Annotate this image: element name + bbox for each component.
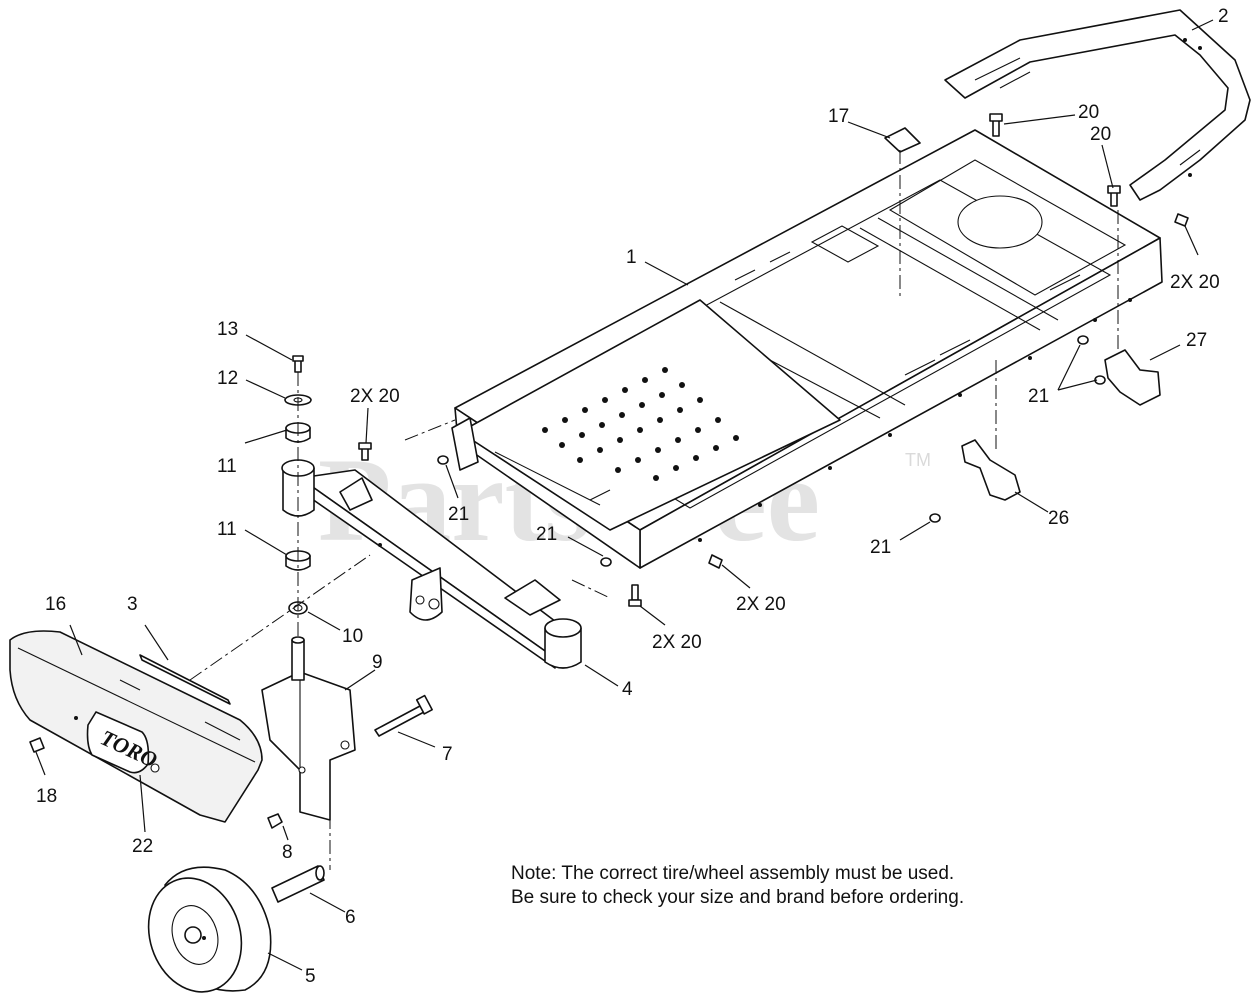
callout-1: 1: [626, 247, 637, 268]
bracket-part-26: [961, 439, 1021, 501]
callout-11-bottom: 11: [217, 519, 237, 540]
callout-12: 12: [217, 368, 238, 389]
callout-20-top: 20: [1078, 102, 1099, 123]
decal-part-17: [884, 127, 921, 153]
callout-2x20-handle: 2X 20: [1170, 272, 1220, 293]
callout-27: 27: [1186, 330, 1207, 351]
note-line-1: Note: The correct tire/wheel assembly mu…: [511, 863, 954, 884]
callout-20-right: 20: [1090, 124, 1111, 145]
callout-3: 3: [127, 594, 138, 615]
callout-13: 13: [217, 319, 238, 340]
callout-21-front: 21: [536, 524, 557, 545]
callout-11-top: 11: [217, 456, 237, 477]
callout-26: 26: [1048, 508, 1069, 529]
ordering-note: Note: The correct tire/wheel assembly mu…: [511, 863, 964, 908]
callout-10: 10: [342, 626, 363, 647]
callout-6: 6: [345, 907, 356, 928]
callout-7: 7: [442, 744, 453, 765]
callout-21-rear-lower: 21: [870, 537, 891, 558]
callout-4: 4: [622, 679, 633, 700]
front-shroud-part-16: TORO: [9, 630, 263, 823]
centerlines: [189, 150, 1119, 870]
callout-18: 18: [36, 786, 57, 807]
callout-2x20-side: 2X 20: [736, 594, 786, 615]
note-line-2: Be sure to check your size and brand bef…: [511, 887, 964, 908]
skid-plate-part-3: [139, 654, 231, 705]
handle-part-2: [944, 9, 1251, 201]
callout-22: 22: [132, 836, 153, 857]
callout-9: 9: [372, 652, 383, 673]
callout-2x20-axle: 2X 20: [350, 386, 400, 407]
callout-labels: 1 2 3 4 5 6 7 8 9 10 11 11 12 13 16 17 1…: [36, 6, 1229, 987]
callout-21-rear-upper: 21: [1028, 386, 1049, 407]
bracket-part-27: [1104, 349, 1161, 406]
watermark-tm: TM: [905, 450, 931, 470]
callout-8: 8: [282, 842, 293, 863]
callout-5: 5: [305, 966, 316, 987]
perforated-footplate: [451, 299, 841, 531]
hardware: [29, 113, 1189, 829]
callout-16: 16: [45, 594, 66, 615]
caster-fork-part-9: [261, 636, 356, 821]
tire-wheel-part-5: [147, 865, 325, 993]
callout-2x20-bottom: 2X 20: [652, 632, 702, 653]
callout-21-axle: 21: [448, 504, 469, 525]
leader-lines: [35, 19, 1214, 971]
footplate-holes: [542, 367, 739, 481]
front-axle-part-4: [281, 459, 582, 669]
callout-2: 2: [1218, 6, 1229, 27]
callout-17: 17: [828, 106, 849, 127]
